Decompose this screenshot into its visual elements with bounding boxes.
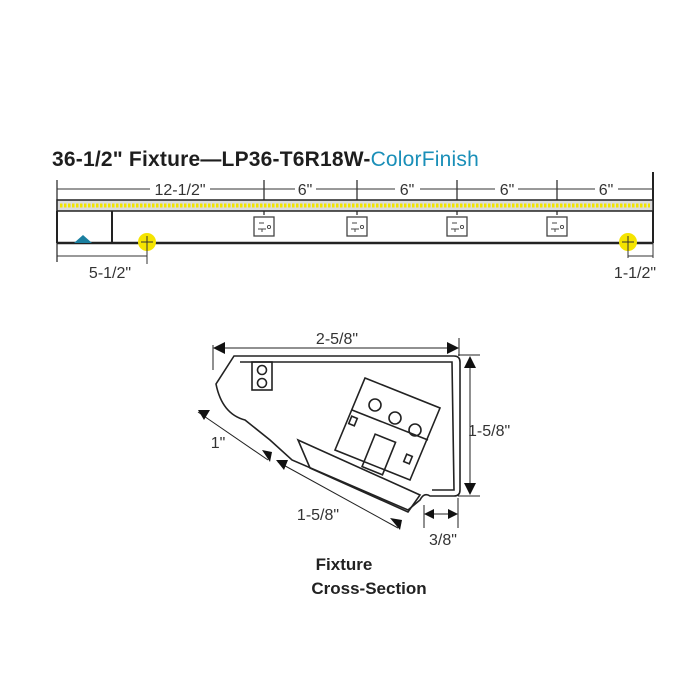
- cross-section-view: [197, 338, 480, 530]
- dim-width: 2-5/8": [316, 331, 358, 348]
- caption-line2: Cross-Section: [311, 579, 426, 598]
- fixture-title: 36-1/2" Fixture—LP36-T6R18W-ColorFinish: [52, 148, 479, 172]
- dim-diagonal-short: 1": [211, 435, 226, 452]
- dim-12-1-2: 12-1/2": [154, 182, 205, 199]
- dim-5-1-2: 5-1/2": [89, 265, 131, 282]
- dim-6-a: 6": [298, 182, 313, 199]
- elevation-view: 12-1/2" 6" 6" 6" 6": [56, 172, 656, 282]
- title-accent: ColorFinish: [370, 148, 479, 171]
- dim-lip: 3/8": [429, 532, 457, 549]
- caption-line1: Fixture: [316, 555, 373, 574]
- led-channel: [56, 199, 654, 212]
- dim-height: 1-5/8": [468, 423, 510, 440]
- dim-6-d: 6": [599, 182, 614, 199]
- mount-point-icon: [138, 233, 156, 251]
- outlet-icon: [546, 216, 568, 237]
- title-model: 36-1/2" Fixture—LP36-T6R18W-: [52, 148, 371, 171]
- outlet-icon: [253, 216, 275, 237]
- mount-point-icon: [619, 233, 637, 251]
- triangle-marker-icon: [74, 235, 92, 243]
- dim-6-c: 6": [500, 182, 515, 199]
- dim-1-1-2: 1-1/2": [614, 265, 656, 282]
- outlet-icon: [346, 216, 368, 237]
- dim-6-b: 6": [400, 182, 415, 199]
- outlet-icon: [446, 216, 468, 237]
- dim-diagonal-long: 1-5/8": [297, 507, 339, 524]
